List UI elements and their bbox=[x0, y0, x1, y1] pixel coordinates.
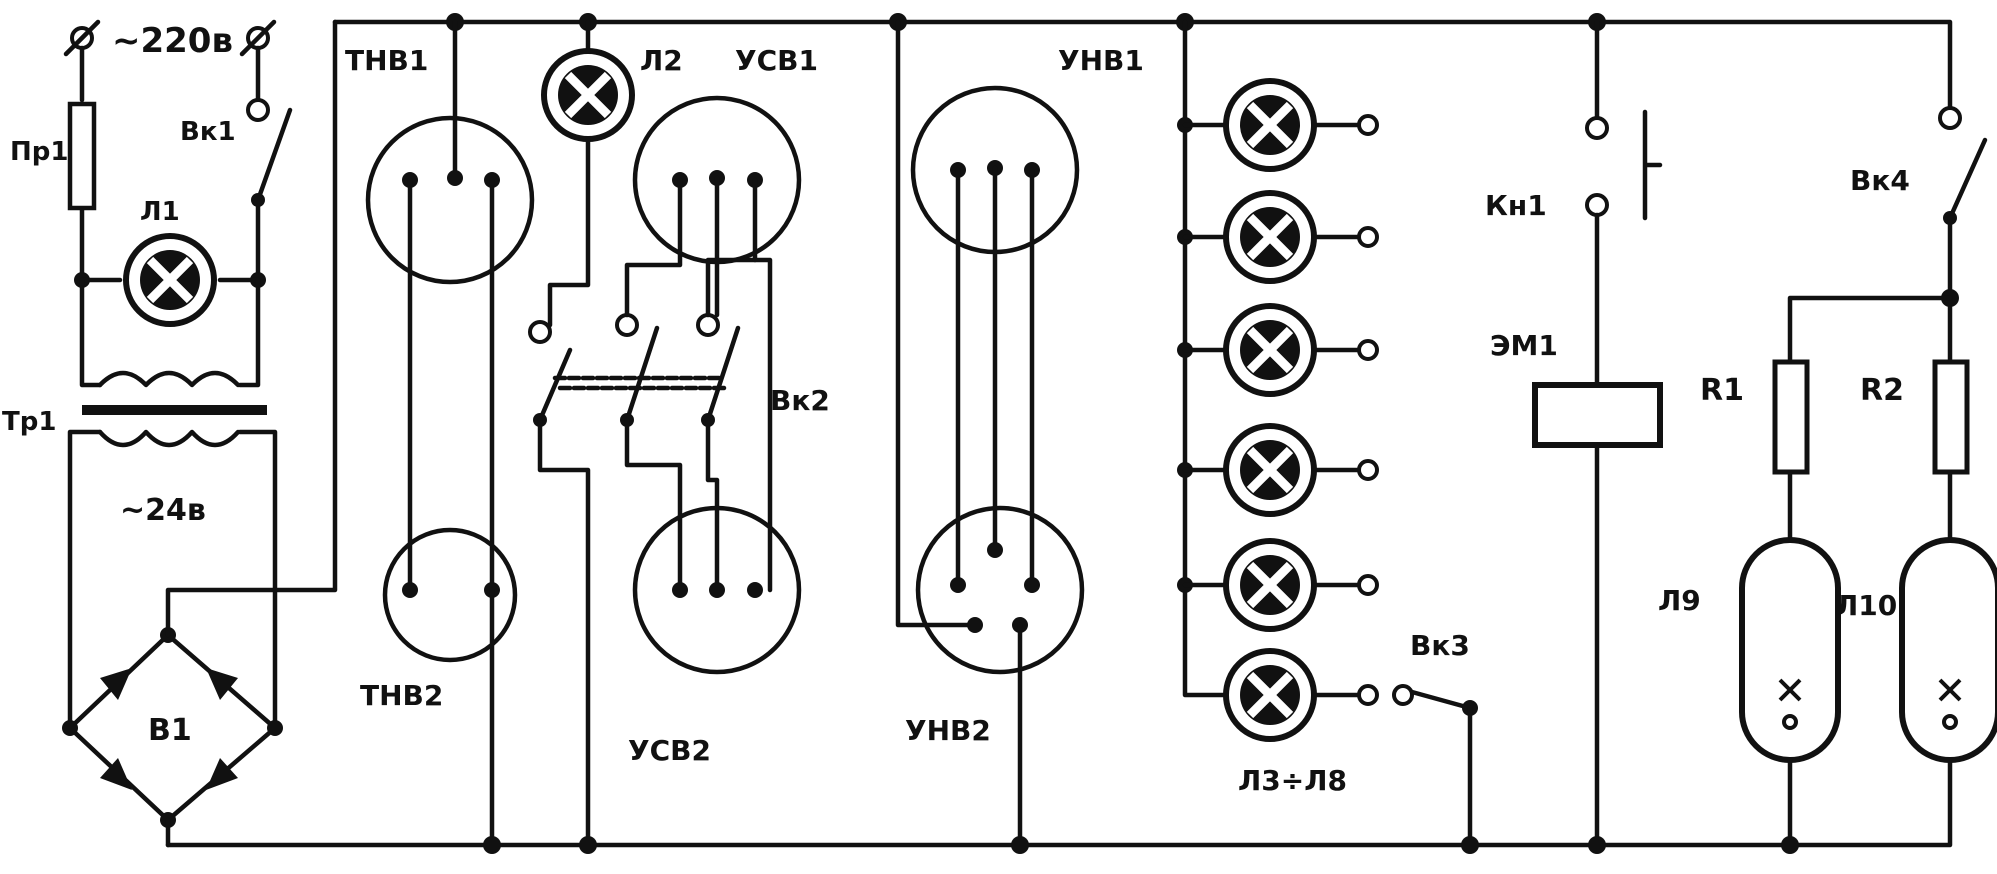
lamp6 bbox=[1177, 423, 1379, 517]
secondary-label: ~24в bbox=[120, 493, 206, 528]
magnet-section: Кн1 ЭМ1 bbox=[1485, 13, 1663, 854]
secondary-winding bbox=[97, 429, 241, 448]
switch1-contact bbox=[246, 98, 270, 122]
bottom-rail bbox=[165, 757, 1953, 848]
top-rail bbox=[332, 19, 1953, 113]
fuse-label: Пр1 bbox=[10, 137, 68, 167]
neon-section: Вк4 R1 R2 Л9 Л10 bbox=[1658, 106, 1997, 854]
thv-section: ТНВ1 ТНВ2 bbox=[345, 13, 535, 854]
lamp2 bbox=[541, 48, 635, 142]
switch1-lever bbox=[255, 107, 293, 203]
lamp2-section: Л2 Вк2 bbox=[528, 13, 830, 854]
lamp8 bbox=[1223, 648, 1379, 742]
unv-section: УНВ1 УНВ2 bbox=[889, 13, 1144, 854]
usv2-socket bbox=[632, 505, 802, 675]
lamp3 bbox=[1177, 78, 1379, 172]
switch2-label: Вк2 bbox=[770, 384, 830, 417]
switch3 bbox=[1392, 684, 1479, 854]
supply-label: ~220в bbox=[112, 21, 233, 61]
bridge-label: В1 bbox=[148, 713, 192, 748]
lamps38-label: Л3÷Л8 bbox=[1238, 764, 1347, 797]
lamps-section: Вк3 Л3÷Л8 bbox=[1176, 13, 1479, 854]
lamp7 bbox=[1177, 538, 1379, 632]
button1-label: Кн1 bbox=[1485, 189, 1547, 222]
lamp2-label: Л2 bbox=[640, 44, 683, 77]
neon-lamp-10 bbox=[1899, 537, 1997, 763]
electromagnet bbox=[1532, 382, 1663, 448]
lamp9-label: Л9 bbox=[1658, 584, 1701, 617]
thv1-socket bbox=[365, 115, 535, 285]
usv-section: УСВ1 УСВ2 bbox=[624, 44, 818, 767]
switch4-label: Вк4 bbox=[1850, 164, 1910, 197]
transformer-label: Тр1 bbox=[2, 407, 56, 437]
lamp5 bbox=[1177, 303, 1379, 397]
lamp1 bbox=[123, 233, 217, 327]
magnet-label: ЭМ1 bbox=[1490, 329, 1558, 362]
unv1-label: УНВ1 bbox=[1058, 44, 1144, 77]
usv2-label: УСВ2 bbox=[628, 734, 711, 767]
switch1-label: Вк1 bbox=[180, 117, 236, 147]
neon-lamp-9 bbox=[1739, 537, 1841, 763]
primary-winding bbox=[97, 370, 241, 388]
lamp1-label: Л1 bbox=[140, 197, 180, 227]
r1-label: R1 bbox=[1700, 373, 1744, 408]
unv2-socket bbox=[915, 505, 1085, 675]
fuse bbox=[67, 101, 97, 211]
resistor-r2 bbox=[1932, 359, 1970, 475]
switch3-label: Вк3 bbox=[1410, 629, 1470, 662]
lamp4 bbox=[1177, 190, 1379, 284]
unv2-label: УНВ2 bbox=[905, 714, 991, 747]
lamp10-label: Л10 bbox=[1835, 589, 1897, 622]
supply-section: ~220в Пр1 Вк1 Л1 Тр1 ~24в bbox=[2, 19, 338, 848]
thv2-label: ТНВ2 bbox=[360, 679, 443, 712]
thv1-label: ТНВ1 bbox=[345, 44, 428, 77]
usv1-label: УСВ1 bbox=[735, 44, 818, 77]
r2-label: R2 bbox=[1860, 373, 1904, 408]
resistor-r1 bbox=[1772, 359, 1810, 475]
transformer-core bbox=[82, 405, 267, 415]
thv2-socket bbox=[382, 527, 518, 663]
switch2-ganged bbox=[528, 313, 741, 427]
